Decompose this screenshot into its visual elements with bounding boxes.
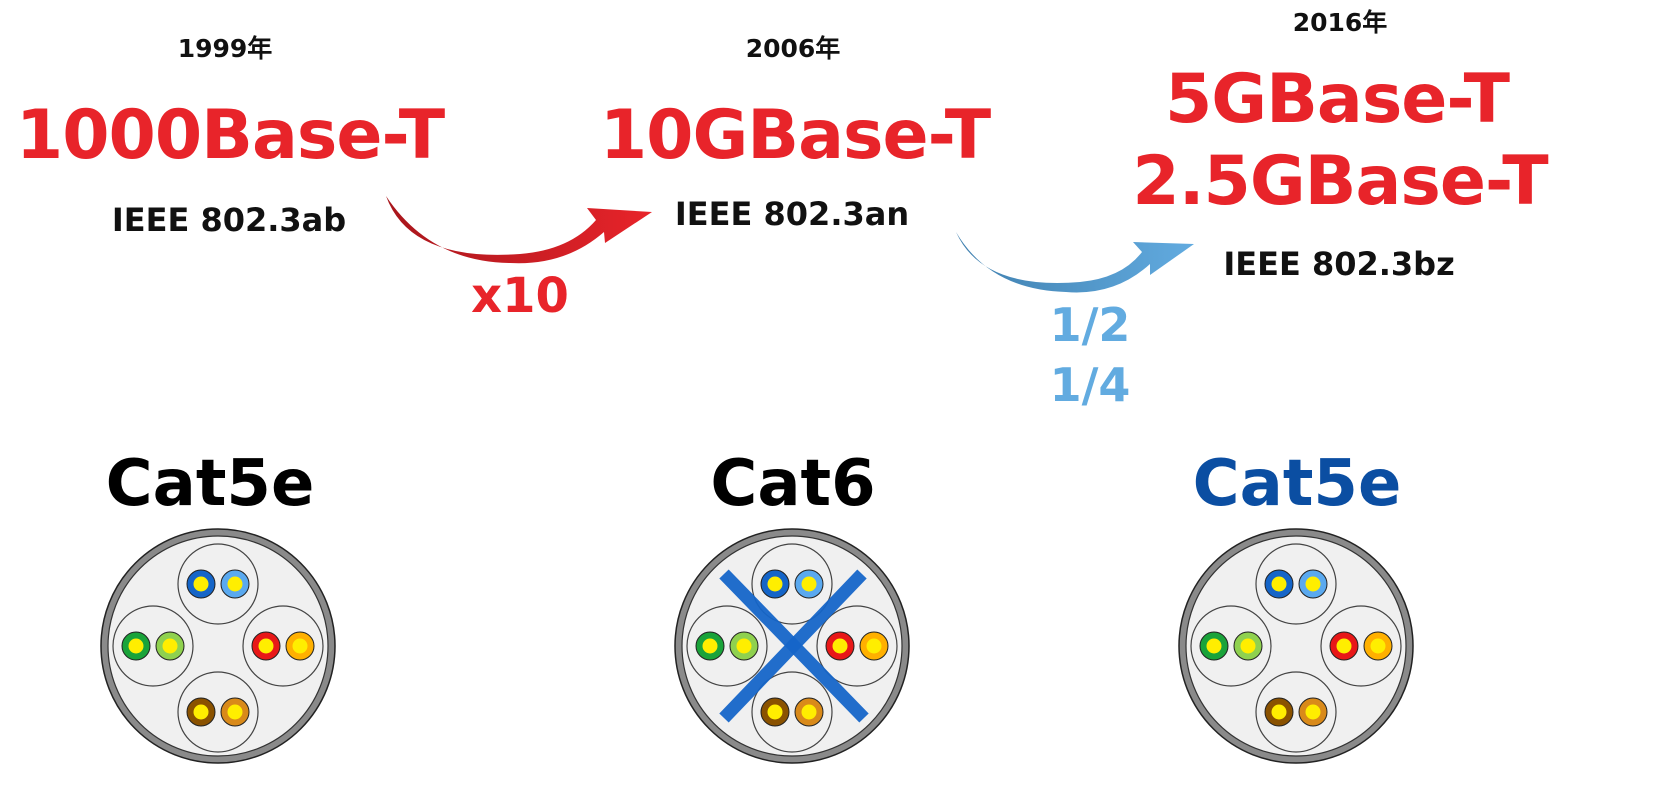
wire-orange-striped: [859, 631, 889, 661]
standard-1000base-t: 1000Base-T: [15, 96, 445, 175]
wire-orange-solid: [1329, 631, 1359, 661]
wire-blue-solid: [186, 569, 216, 599]
wire-green-striped: [729, 631, 759, 661]
cable-cross-section-1: [100, 528, 336, 764]
twisted-pair-green: [112, 605, 194, 687]
ieee-label-802-3an: IEEE 802.3an: [674, 195, 910, 233]
wire-brown-striped: [794, 697, 824, 727]
wire-blue-solid: [1264, 569, 1294, 599]
ieee-label-802-3ab: IEEE 802.3ab: [111, 201, 347, 239]
year-label-2006: 2006年: [745, 34, 841, 63]
cable-cross-section-2: [674, 528, 910, 764]
cable-cross-section-3: [1178, 528, 1414, 764]
wire-orange-striped: [285, 631, 315, 661]
year-label-2016: 2016年: [1292, 8, 1388, 37]
twisted-pair-orange: [816, 605, 898, 687]
wire-green-solid: [1199, 631, 1229, 661]
twisted-pair-brown: [1255, 671, 1337, 753]
twisted-pair-brown: [177, 671, 259, 753]
cable-category-cat5e-reuse: Cat5e: [1192, 447, 1402, 521]
twisted-pair-green: [686, 605, 768, 687]
speed-multiplier-label: x10: [471, 268, 569, 324]
wire-green-striped: [155, 631, 185, 661]
wire-blue-striped: [220, 569, 250, 599]
standard-10gbase-t: 10GBase-T: [599, 96, 991, 175]
wire-blue-striped: [794, 569, 824, 599]
wire-brown-solid: [760, 697, 790, 727]
wire-green-striped: [1233, 631, 1263, 661]
wire-blue-striped: [1298, 569, 1328, 599]
cable-category-cat5e: Cat5e: [105, 447, 315, 521]
speed-fraction-half: 1/2: [1049, 298, 1131, 352]
curved-arrow-blue: [956, 232, 1194, 293]
twisted-pair-blue: [751, 543, 833, 625]
wire-green-solid: [695, 631, 725, 661]
wire-brown-solid: [186, 697, 216, 727]
wire-brown-solid: [1264, 697, 1294, 727]
twisted-pair-brown: [751, 671, 833, 753]
wire-blue-solid: [760, 569, 790, 599]
twisted-pair-blue: [1255, 543, 1337, 625]
wire-orange-striped: [1363, 631, 1393, 661]
speed-fraction-label: 1/2 1/4: [1050, 296, 1131, 416]
curved-arrow-red: [386, 196, 652, 264]
wire-brown-striped: [220, 697, 250, 727]
year-label-1999: 1999年: [177, 34, 273, 63]
twisted-pair-blue: [177, 543, 259, 625]
ieee-label-802-3bz: IEEE 802.3bz: [1223, 245, 1455, 283]
wire-brown-striped: [1298, 697, 1328, 727]
speed-fraction-quarter: 1/4: [1049, 357, 1131, 412]
wire-green-solid: [121, 631, 151, 661]
twisted-pair-orange: [1320, 605, 1402, 687]
cable-category-cat6: Cat6: [710, 447, 876, 521]
standard-2-5gbase-t: 2.5GBase-T: [1132, 142, 1548, 221]
wire-orange-solid: [825, 631, 855, 661]
twisted-pair-green: [1190, 605, 1272, 687]
twisted-pair-orange: [242, 605, 324, 687]
standard-5gbase-t: 5GBase-T: [1164, 60, 1510, 139]
cross-out-mark: [719, 569, 869, 723]
wire-orange-solid: [251, 631, 281, 661]
